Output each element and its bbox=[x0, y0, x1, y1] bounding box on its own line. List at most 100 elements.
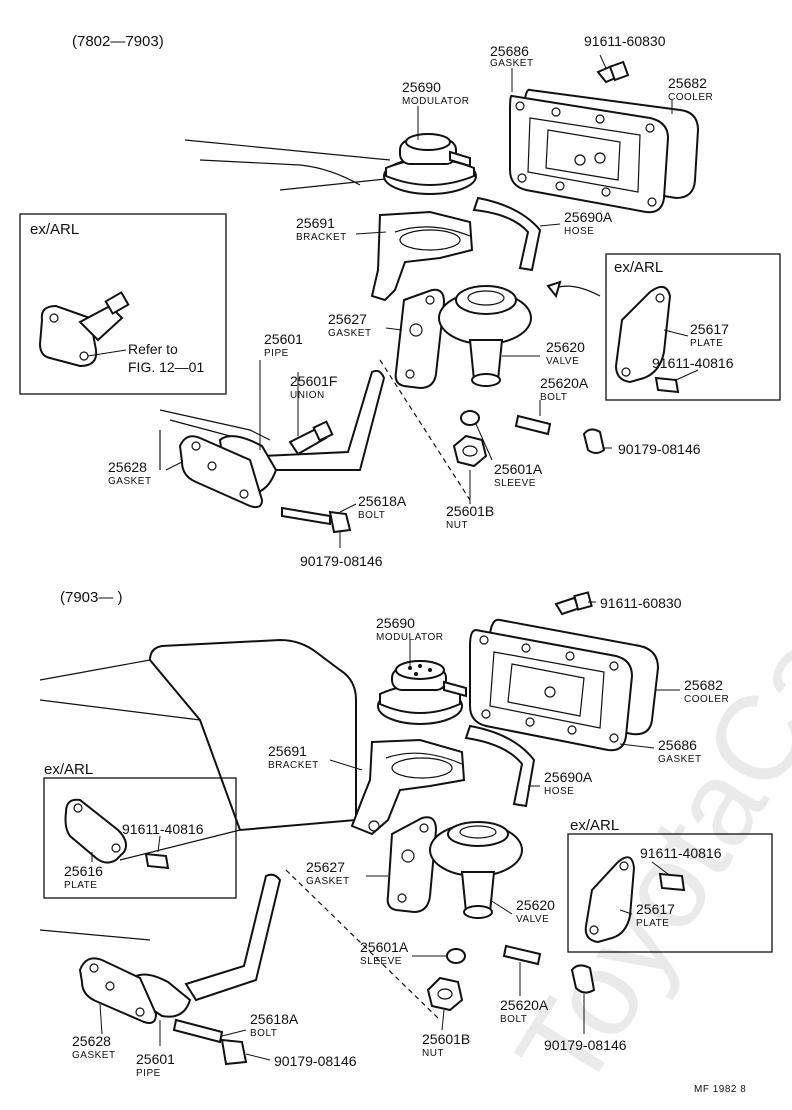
callout-2-18-name: NUT bbox=[422, 1048, 444, 1059]
inset-box-1-left bbox=[19, 213, 227, 395]
callout-1-18-number: 90179-08146 bbox=[300, 553, 383, 569]
plate-25617-1 bbox=[614, 285, 672, 384]
callout-2-14-name: BOLT bbox=[500, 1014, 527, 1025]
callout-1-4-number: 25691 bbox=[296, 215, 335, 231]
egr-cooler-2 bbox=[469, 618, 660, 752]
callout-2-16-name: PIPE bbox=[136, 1068, 161, 1079]
inset-box-2-left bbox=[43, 777, 237, 899]
refer-text: Refer to bbox=[128, 341, 178, 357]
callout-2-11-number: 25617 bbox=[636, 901, 675, 917]
leader-lines-2 bbox=[91, 601, 680, 1061]
callout-2-14-number: 25620A bbox=[500, 997, 549, 1013]
callout-2-2-name: COOLER bbox=[684, 694, 729, 705]
egr-cooler-1 bbox=[509, 88, 700, 214]
callout-2-8-name: GASKET bbox=[306, 876, 350, 887]
callout-2-3-number: 25686 bbox=[658, 737, 697, 753]
callout-1-5-name: HOSE bbox=[564, 226, 594, 237]
period-label-1: (7802—7903) bbox=[72, 33, 164, 50]
callout-1-3-name: MODULATOR bbox=[402, 96, 469, 107]
inset-label-2-left: ex/ARL bbox=[44, 761, 93, 778]
gasket-25628-1 bbox=[178, 435, 264, 509]
callout-2-2-number: 25682 bbox=[684, 677, 723, 693]
callout-1-14-name: SLEEVE bbox=[494, 478, 536, 489]
inset-box-2-right bbox=[567, 833, 773, 953]
callout-2-7-number: 25616 bbox=[64, 863, 103, 879]
nut-90179-08146-2a bbox=[220, 1038, 248, 1066]
callout-1-15-number: 25628 bbox=[108, 459, 147, 475]
callout-2-16-number: 25601 bbox=[136, 1051, 175, 1067]
bolt-25618a-1 bbox=[281, 506, 331, 526]
callout-2-1-number: 25690 bbox=[376, 615, 415, 631]
nut-90179-08146-2b bbox=[570, 964, 596, 994]
callout-2-1-name: MODULATOR bbox=[376, 632, 443, 643]
gasket-25628-2 bbox=[78, 957, 158, 1024]
callout-2-8-number: 25627 bbox=[306, 859, 345, 875]
nut-90179-08146-1a bbox=[328, 510, 352, 534]
callout-2-10-number: 25620 bbox=[516, 897, 555, 913]
callout-2-13-name: BOLT bbox=[250, 1028, 277, 1039]
callout-2-4-name: BRACKET bbox=[268, 760, 319, 771]
callout-1-16-number: 25618A bbox=[358, 493, 407, 509]
modulator-1 bbox=[383, 133, 477, 195]
callout-1-13-number: 90179-08146 bbox=[618, 441, 701, 457]
inset-label-1-right: ex/ARL bbox=[614, 259, 663, 276]
hose-1 bbox=[472, 196, 542, 272]
hose-2 bbox=[464, 724, 536, 808]
callout-1-16-name: BOLT bbox=[358, 510, 385, 521]
callout-2-17-number: 90179-08146 bbox=[274, 1053, 357, 1069]
gasket-25627-2 bbox=[386, 816, 438, 914]
screw-91611-60830-2 bbox=[554, 591, 593, 616]
screw-91611-60830-1 bbox=[596, 60, 630, 84]
bolt-91611-40816-2a bbox=[144, 852, 170, 870]
plate-25616-2 bbox=[64, 798, 127, 864]
egr-valve-1 bbox=[438, 285, 532, 387]
inset-label-2-right: ex/ARL bbox=[570, 817, 619, 834]
callout-1-6-name: GASKET bbox=[328, 328, 372, 339]
callout-2-0-number: 91611-60830 bbox=[600, 595, 682, 611]
bracket-1 bbox=[370, 210, 474, 302]
callout-1-11-number: 25601 bbox=[264, 331, 303, 347]
bolt-91611-40816-2b bbox=[658, 872, 686, 892]
callout-2-9-number: 91611-40816 bbox=[640, 845, 722, 861]
callout-2-4-number: 25691 bbox=[268, 743, 307, 759]
dashed-assembly-line-1 bbox=[379, 359, 471, 501]
callout-1-8-number: 91611-40816 bbox=[652, 355, 734, 371]
callout-1-2-number: 25682 bbox=[668, 75, 707, 91]
callout-2-13-number: 25618A bbox=[250, 1011, 299, 1027]
sleeve-25601a-2 bbox=[446, 948, 466, 964]
stud-25620a-2 bbox=[502, 944, 542, 966]
callout-2-15-number: 25628 bbox=[72, 1033, 111, 1049]
period-label-2: (7903— ) bbox=[60, 589, 123, 606]
callout-1-3-number: 25690 bbox=[402, 79, 441, 95]
egr-valve-2 bbox=[429, 821, 523, 919]
bolt-91611-40816-1 bbox=[654, 376, 680, 394]
callout-2-3-name: GASKET bbox=[658, 754, 702, 765]
callout-1-6-number: 25627 bbox=[328, 311, 367, 327]
callout-1-0-name: GASKET bbox=[490, 58, 534, 69]
modulator-2 bbox=[377, 660, 467, 725]
callout-1-7-number: 25617 bbox=[690, 321, 729, 337]
callout-1-17-number: 25601B bbox=[446, 503, 494, 519]
sleeve-25601a-1 bbox=[460, 410, 480, 426]
callout-1-12-number: 25601F bbox=[290, 373, 337, 389]
gasket-25627-1 bbox=[394, 288, 446, 390]
nut-25601b-1 bbox=[452, 434, 488, 468]
callout-2-11-name: PLATE bbox=[636, 918, 669, 929]
engine-outline-2 bbox=[39, 659, 241, 941]
callout-1-14-number: 25601A bbox=[494, 461, 543, 477]
inset-label-1-left: ex/ARL bbox=[30, 221, 79, 238]
bolt-25618a-2 bbox=[172, 1018, 224, 1044]
callout-2-7-name: PLATE bbox=[64, 880, 97, 891]
callout-2-12-number: 25601A bbox=[360, 939, 409, 955]
leader-lines-1 bbox=[165, 54, 699, 548]
pipe-25601-2 bbox=[128, 873, 282, 1018]
inset-box-1-right bbox=[605, 253, 781, 401]
callout-2-15-name: GASKET bbox=[72, 1050, 116, 1061]
callout-1-9-number: 25620 bbox=[546, 339, 585, 355]
nut-25601b-2 bbox=[426, 976, 464, 1012]
callout-2-19-number: 90179-08146 bbox=[544, 1037, 627, 1053]
nut-90179-08146-1b bbox=[582, 428, 606, 454]
callout-2-10-name: VALVE bbox=[516, 914, 549, 925]
engine-outline-1 bbox=[184, 139, 396, 191]
